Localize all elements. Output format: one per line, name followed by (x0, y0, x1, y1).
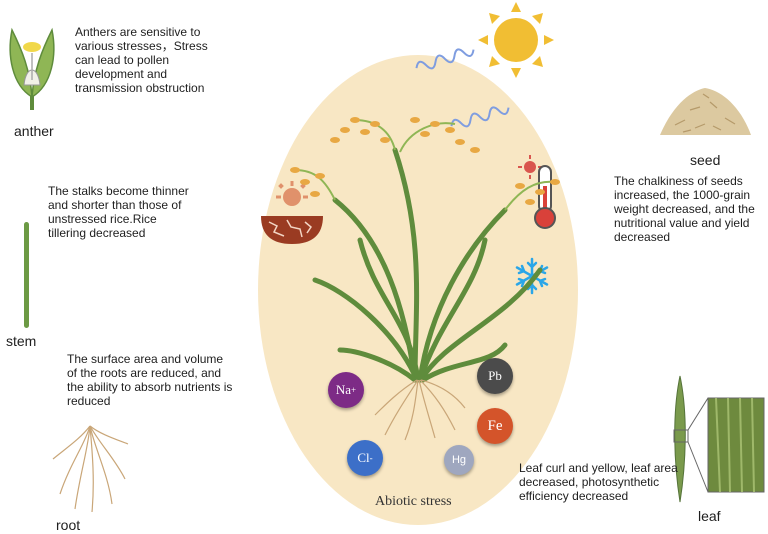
na-ion-charge: + (351, 385, 357, 395)
na-ion-symbol: Na (335, 382, 352, 397)
seed-pile-illustration (660, 88, 751, 135)
heat-sun-icon (518, 155, 542, 179)
snowflake-icon (515, 257, 549, 295)
drought-soil-icon (261, 181, 323, 244)
uv-wave-icon (415, 48, 475, 70)
hg-ion-symbol: Hg (451, 454, 467, 466)
stem-illustration (24, 222, 29, 328)
sun-icon (478, 2, 554, 78)
cl-ion-badge: Cl- (347, 440, 383, 476)
anther-description: Anthers are sensitive to various stresse… (75, 25, 208, 95)
na-ion-badge: Na+ (328, 372, 364, 408)
cl-ion-symbol: Cl (357, 450, 370, 465)
anther-label: anther (14, 123, 54, 139)
abiotic-stress-label: Abiotic stress (375, 494, 452, 509)
uv-wave-icon-2 (450, 106, 510, 128)
root-description: The surface area and volume of the roots… (67, 352, 233, 408)
anther-illustration (9, 27, 55, 110)
leaf-illustration (673, 375, 765, 503)
root-label: root (56, 517, 81, 533)
leaf-label: leaf (698, 508, 721, 524)
stem-description: The stalks become thinner and shorter th… (48, 184, 189, 240)
pb-ion-symbol: Pb (488, 368, 502, 383)
thermometer-icon (534, 165, 556, 229)
seed-description: The chalkiness of seeds increased, the 1… (614, 174, 755, 244)
cl-ion-charge: - (369, 453, 373, 463)
root-illustration (52, 425, 129, 513)
hg-ion-badge: Hg (444, 445, 474, 475)
pb-ion-badge: Pb (477, 358, 513, 394)
seed-label: seed (690, 152, 721, 168)
fe-ion-badge: Fe (477, 408, 513, 444)
stem-label: stem (6, 333, 37, 349)
fe-ion-symbol: Fe (487, 417, 503, 434)
leaf-description: Leaf curl and yellow, leaf area decrease… (519, 461, 678, 503)
rice-plant-illustration (290, 117, 560, 441)
